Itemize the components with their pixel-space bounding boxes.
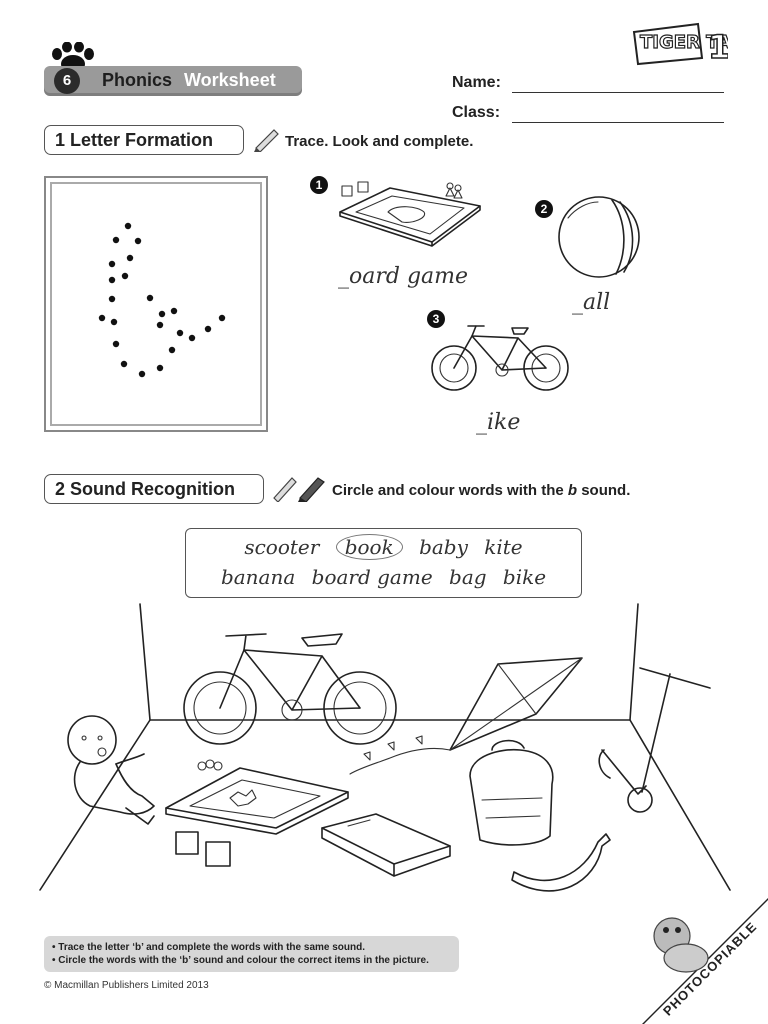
pencil-icon	[254, 129, 279, 152]
word-board-game[interactable]: board game	[311, 565, 433, 589]
name-label: Name:	[452, 74, 501, 91]
word-book-circled[interactable]: book	[335, 534, 403, 560]
section2-instruction-post: sound.	[577, 482, 631, 499]
header-phonics: Phonics	[102, 70, 173, 90]
scene-board-game-icon[interactable]	[165, 759, 349, 835]
item1-word[interactable]: _oard game	[338, 264, 469, 289]
item3-badge: 3	[427, 310, 445, 328]
bicycle-icon	[431, 325, 569, 391]
scene-baby-icon[interactable]	[67, 715, 155, 825]
class-label: Class:	[452, 104, 501, 121]
word-row-2: banana board game bag bike	[186, 565, 581, 589]
word-box: scooter book baby kite banana board game…	[185, 528, 582, 598]
note-circle: • Circle the words with the ‘b’ sound an…	[52, 955, 429, 966]
section1-title: 1 Letter Formation	[44, 125, 244, 155]
worksheet-header: 6 Phonics Worksheet	[44, 66, 302, 96]
scene-scooter-icon[interactable]	[598, 667, 711, 813]
board-game-icon	[339, 181, 481, 247]
item2-word[interactable]: _all	[572, 290, 611, 315]
scene-book-icon[interactable]	[321, 813, 451, 877]
word-banana[interactable]: banana	[220, 565, 296, 589]
section2-instruction-pre: Circle and colour words with the	[332, 482, 568, 499]
item3-word[interactable]: _ike	[476, 410, 521, 435]
word-kite[interactable]: kite	[484, 535, 523, 559]
item2-badge: 2	[535, 200, 553, 218]
letter-trace-frame	[44, 176, 268, 432]
room-scene-picture	[39, 603, 731, 892]
room-back-wall	[139, 603, 639, 721]
class-field[interactable]	[512, 122, 724, 123]
name-field[interactable]	[512, 92, 724, 93]
logo-level: 1	[708, 28, 728, 66]
word-bike[interactable]: bike	[502, 565, 547, 589]
teacher-notes: • Trace the letter ‘b’ and complete the …	[44, 936, 459, 972]
dotted-letter-b[interactable]	[46, 178, 266, 430]
section2-instruction-letter: b	[567, 482, 578, 499]
header-worksheet: Worksheet	[184, 70, 276, 90]
word-bag[interactable]: bag	[449, 565, 487, 589]
word-scooter[interactable]: scooter	[244, 535, 320, 559]
pencil-and-crayon-icon	[273, 477, 325, 502]
word-baby[interactable]: baby	[419, 535, 468, 559]
mascot-icon	[653, 917, 709, 973]
unit-number: 6	[54, 68, 80, 94]
room-floor-edges	[39, 719, 731, 891]
item1-badge: 1	[310, 176, 328, 194]
scene-dice-icon[interactable]	[175, 831, 231, 867]
scene-bag-icon[interactable]	[469, 739, 554, 846]
scene-bike-icon[interactable]	[183, 633, 397, 745]
ball-icon	[558, 196, 640, 278]
photocopiable-corner	[642, 898, 768, 1024]
section2-title: 2 Sound Recognition	[44, 474, 264, 504]
tiger-tales-logo: TIGER TALES 1	[628, 18, 768, 70]
scene-kite-icon[interactable]	[349, 657, 583, 775]
logo-graphic: TIGER TALES 1	[632, 22, 768, 67]
section2-instruction: Circle and colour words with the b sound…	[332, 482, 630, 499]
section1-instruction: Trace. Look and complete.	[285, 133, 474, 150]
word-row-1: scooter book baby kite	[186, 534, 581, 560]
note-trace: • Trace the letter ‘b’ and complete the …	[52, 942, 366, 953]
copyright: © Macmillan Publishers Limited 2013	[44, 980, 209, 991]
scene-banana-icon[interactable]	[511, 833, 611, 892]
